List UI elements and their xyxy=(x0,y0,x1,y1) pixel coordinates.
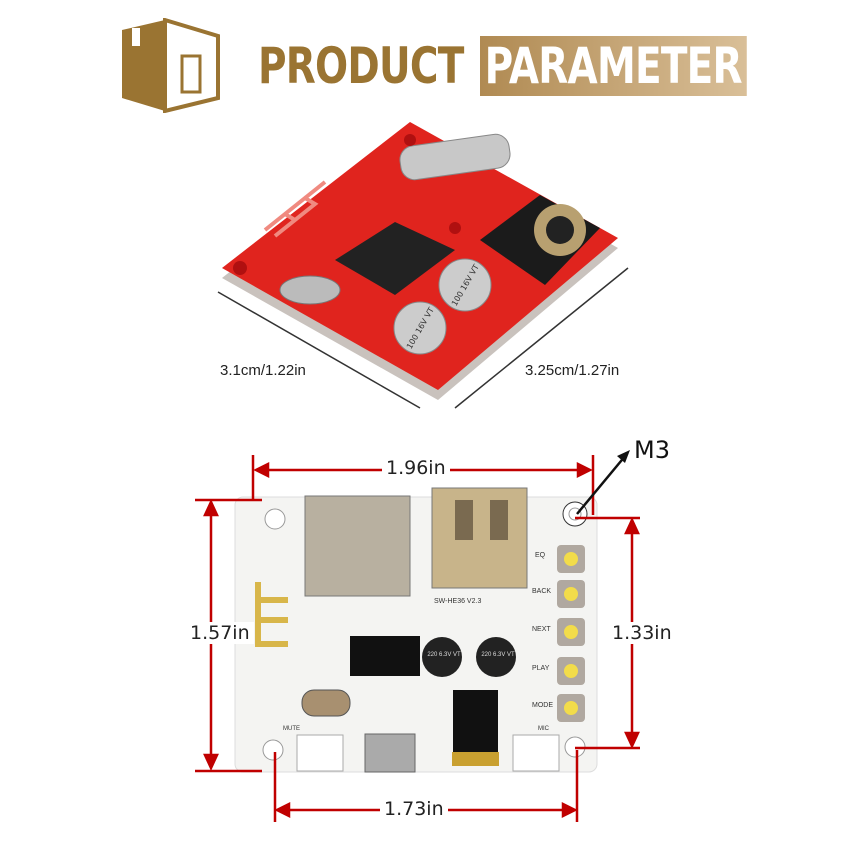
title-product: PRODUCT xyxy=(258,37,464,95)
button-label-eq: EQ xyxy=(535,552,546,559)
top-dimension-lines xyxy=(217,267,629,409)
m3-arrow-icon xyxy=(576,450,630,515)
white-mp3-board xyxy=(234,487,598,773)
right-height-label: 1.33in xyxy=(608,622,676,644)
title-parameter: PARAMETER xyxy=(480,36,747,96)
capacitor-marking-left: 220 6.3V VT xyxy=(427,652,461,658)
tactile-buttons xyxy=(557,545,585,722)
button-label-back: BACK xyxy=(532,588,552,595)
top-board-length-label: 3.25cm/1.27in xyxy=(525,362,620,379)
board-version-label: SW-HE36 V2.3 xyxy=(434,598,482,605)
mute-label: MUTE xyxy=(283,726,300,732)
box-logo-icon xyxy=(120,18,220,113)
red-bluetooth-board: 100 16V VT 100 16V VT xyxy=(222,122,618,400)
capacitor-marking-right: 220 6.3V VT xyxy=(481,652,515,658)
left-height-label: 1.57in xyxy=(186,622,254,644)
top-width-label: 1.96in xyxy=(382,457,450,479)
button-label-next: NEXT xyxy=(532,626,551,633)
bottom-width-label: 1.73in xyxy=(380,798,448,820)
button-label-mode: MODE xyxy=(532,702,553,709)
button-label-play: PLAY xyxy=(532,665,550,672)
mic-label: MIC xyxy=(538,726,549,732)
top-board-width-label: 3.1cm/1.22in xyxy=(220,362,306,379)
m3-hole-label: M3 xyxy=(634,436,670,464)
